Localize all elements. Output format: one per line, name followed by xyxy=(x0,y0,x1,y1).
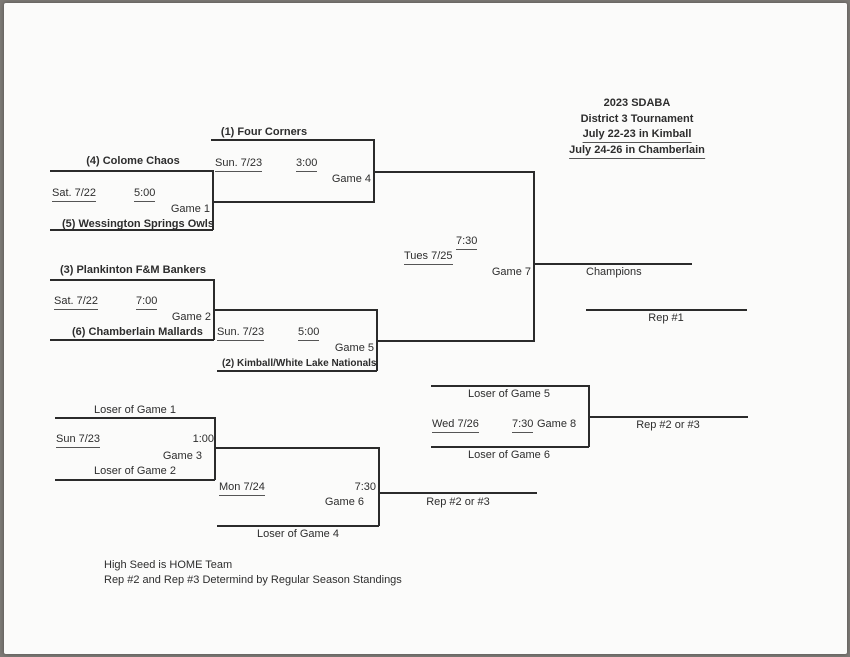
game8-bottom-line xyxy=(431,446,589,448)
game4-connector xyxy=(373,139,375,202)
game6-winner-line xyxy=(379,492,537,494)
game6-winner-rep: Rep #2 or #3 xyxy=(426,496,490,508)
game5-top-line xyxy=(213,309,377,311)
game4-top-line xyxy=(211,139,375,141)
game5-date: Sun. 7/23 xyxy=(217,326,265,341)
team-four-corners: (1) Four Corners xyxy=(220,126,308,138)
game2-date: Sat. 7/22 xyxy=(54,295,99,310)
game6-label: Game 6 xyxy=(324,496,364,508)
game3-loser-game2: Loser of Game 2 xyxy=(94,465,176,477)
game1-connector xyxy=(212,170,214,230)
game5-bottom-line xyxy=(217,370,377,372)
game8-label: Game 8 xyxy=(537,418,577,430)
note-rep-standings: Rep #2 and Rep #3 Determind by Regular S… xyxy=(104,574,402,586)
champions-line xyxy=(534,263,692,265)
game7-time: 7:30 xyxy=(456,235,478,250)
game8-top-line xyxy=(431,385,589,387)
game2-time: 7:00 xyxy=(136,295,158,310)
game4-date: Sun. 7/23 xyxy=(215,157,263,172)
team-wessington-springs-owls: (5) Wessington Springs Owls xyxy=(62,218,214,230)
game7-date: Tues 7/25 xyxy=(404,250,453,265)
game3-loser-game1: Loser of Game 1 xyxy=(94,404,176,416)
game2-bottom-line xyxy=(50,339,214,341)
team-chamberlain-mallards: (6) Chamberlain Mallards xyxy=(72,326,203,338)
game6-loser-game4: Loser of Game 4 xyxy=(257,528,339,540)
rep1-line xyxy=(586,309,747,311)
game1-date: Sat. 7/22 xyxy=(52,187,97,202)
header-kimball-dates: July 22-23 in Kimball xyxy=(582,128,692,143)
game3-date: Sun 7/23 xyxy=(56,433,101,448)
champions-label: Champions xyxy=(586,266,642,278)
game3-bottom-line xyxy=(55,479,215,481)
game6-time: 7:30 xyxy=(354,481,376,493)
game6-top-line xyxy=(215,447,379,449)
game5-label: Game 5 xyxy=(334,342,374,354)
game4-time: 3:00 xyxy=(296,157,318,172)
game8-connector xyxy=(588,385,590,447)
game1-bottom-line xyxy=(50,229,213,231)
game1-top-line xyxy=(50,170,213,172)
note-high-seed: High Seed is HOME Team xyxy=(104,559,233,571)
header-year: 2023 SDABA xyxy=(603,97,671,109)
game1-label: Game 1 xyxy=(170,203,210,215)
team-plankinton-fm-bankers: (3) Plankinton F&M Bankers xyxy=(59,264,207,276)
game8-winner-line xyxy=(589,416,748,418)
game3-top-line xyxy=(55,417,215,419)
header-chamberlain-dates: July 24-26 in Chamberlain xyxy=(569,144,705,159)
game8-date: Wed 7/26 xyxy=(432,418,479,433)
game7-bottom-line xyxy=(376,340,535,342)
game7-connector xyxy=(533,171,535,341)
game4-label: Game 4 xyxy=(331,173,371,185)
header-tournament: District 3 Tournament xyxy=(580,113,694,125)
game3-time: 1:00 xyxy=(192,433,214,445)
team-kimball-white-lake-nationals: (2) Kimball/White Lake Nationals xyxy=(222,358,377,369)
game5-time: 5:00 xyxy=(298,326,320,341)
game3-connector xyxy=(214,417,216,480)
game8-loser-game5: Loser of Game 5 xyxy=(468,388,550,400)
game2-label: Game 2 xyxy=(171,311,211,323)
game6-bottom-line xyxy=(217,525,379,527)
bracket-sheet: 2023 SDABA District 3 Tournament July 22… xyxy=(4,3,847,654)
game6-connector xyxy=(378,447,380,526)
team-colome-chaos: (4) Colome Chaos xyxy=(86,155,180,167)
game7-top-line xyxy=(374,171,535,173)
game8-loser-game6: Loser of Game 6 xyxy=(468,449,550,461)
game3-label: Game 3 xyxy=(162,450,202,462)
game8-time: 7:30 xyxy=(512,418,534,433)
rep1-label: Rep #1 xyxy=(648,312,684,324)
game6-date: Mon 7/24 xyxy=(219,481,265,496)
game4-bottom-line xyxy=(212,201,375,203)
game2-top-line xyxy=(50,279,214,281)
game7-label: Game 7 xyxy=(491,266,531,278)
game1-time: 5:00 xyxy=(134,187,156,202)
game8-winner-rep: Rep #2 or #3 xyxy=(636,419,700,431)
